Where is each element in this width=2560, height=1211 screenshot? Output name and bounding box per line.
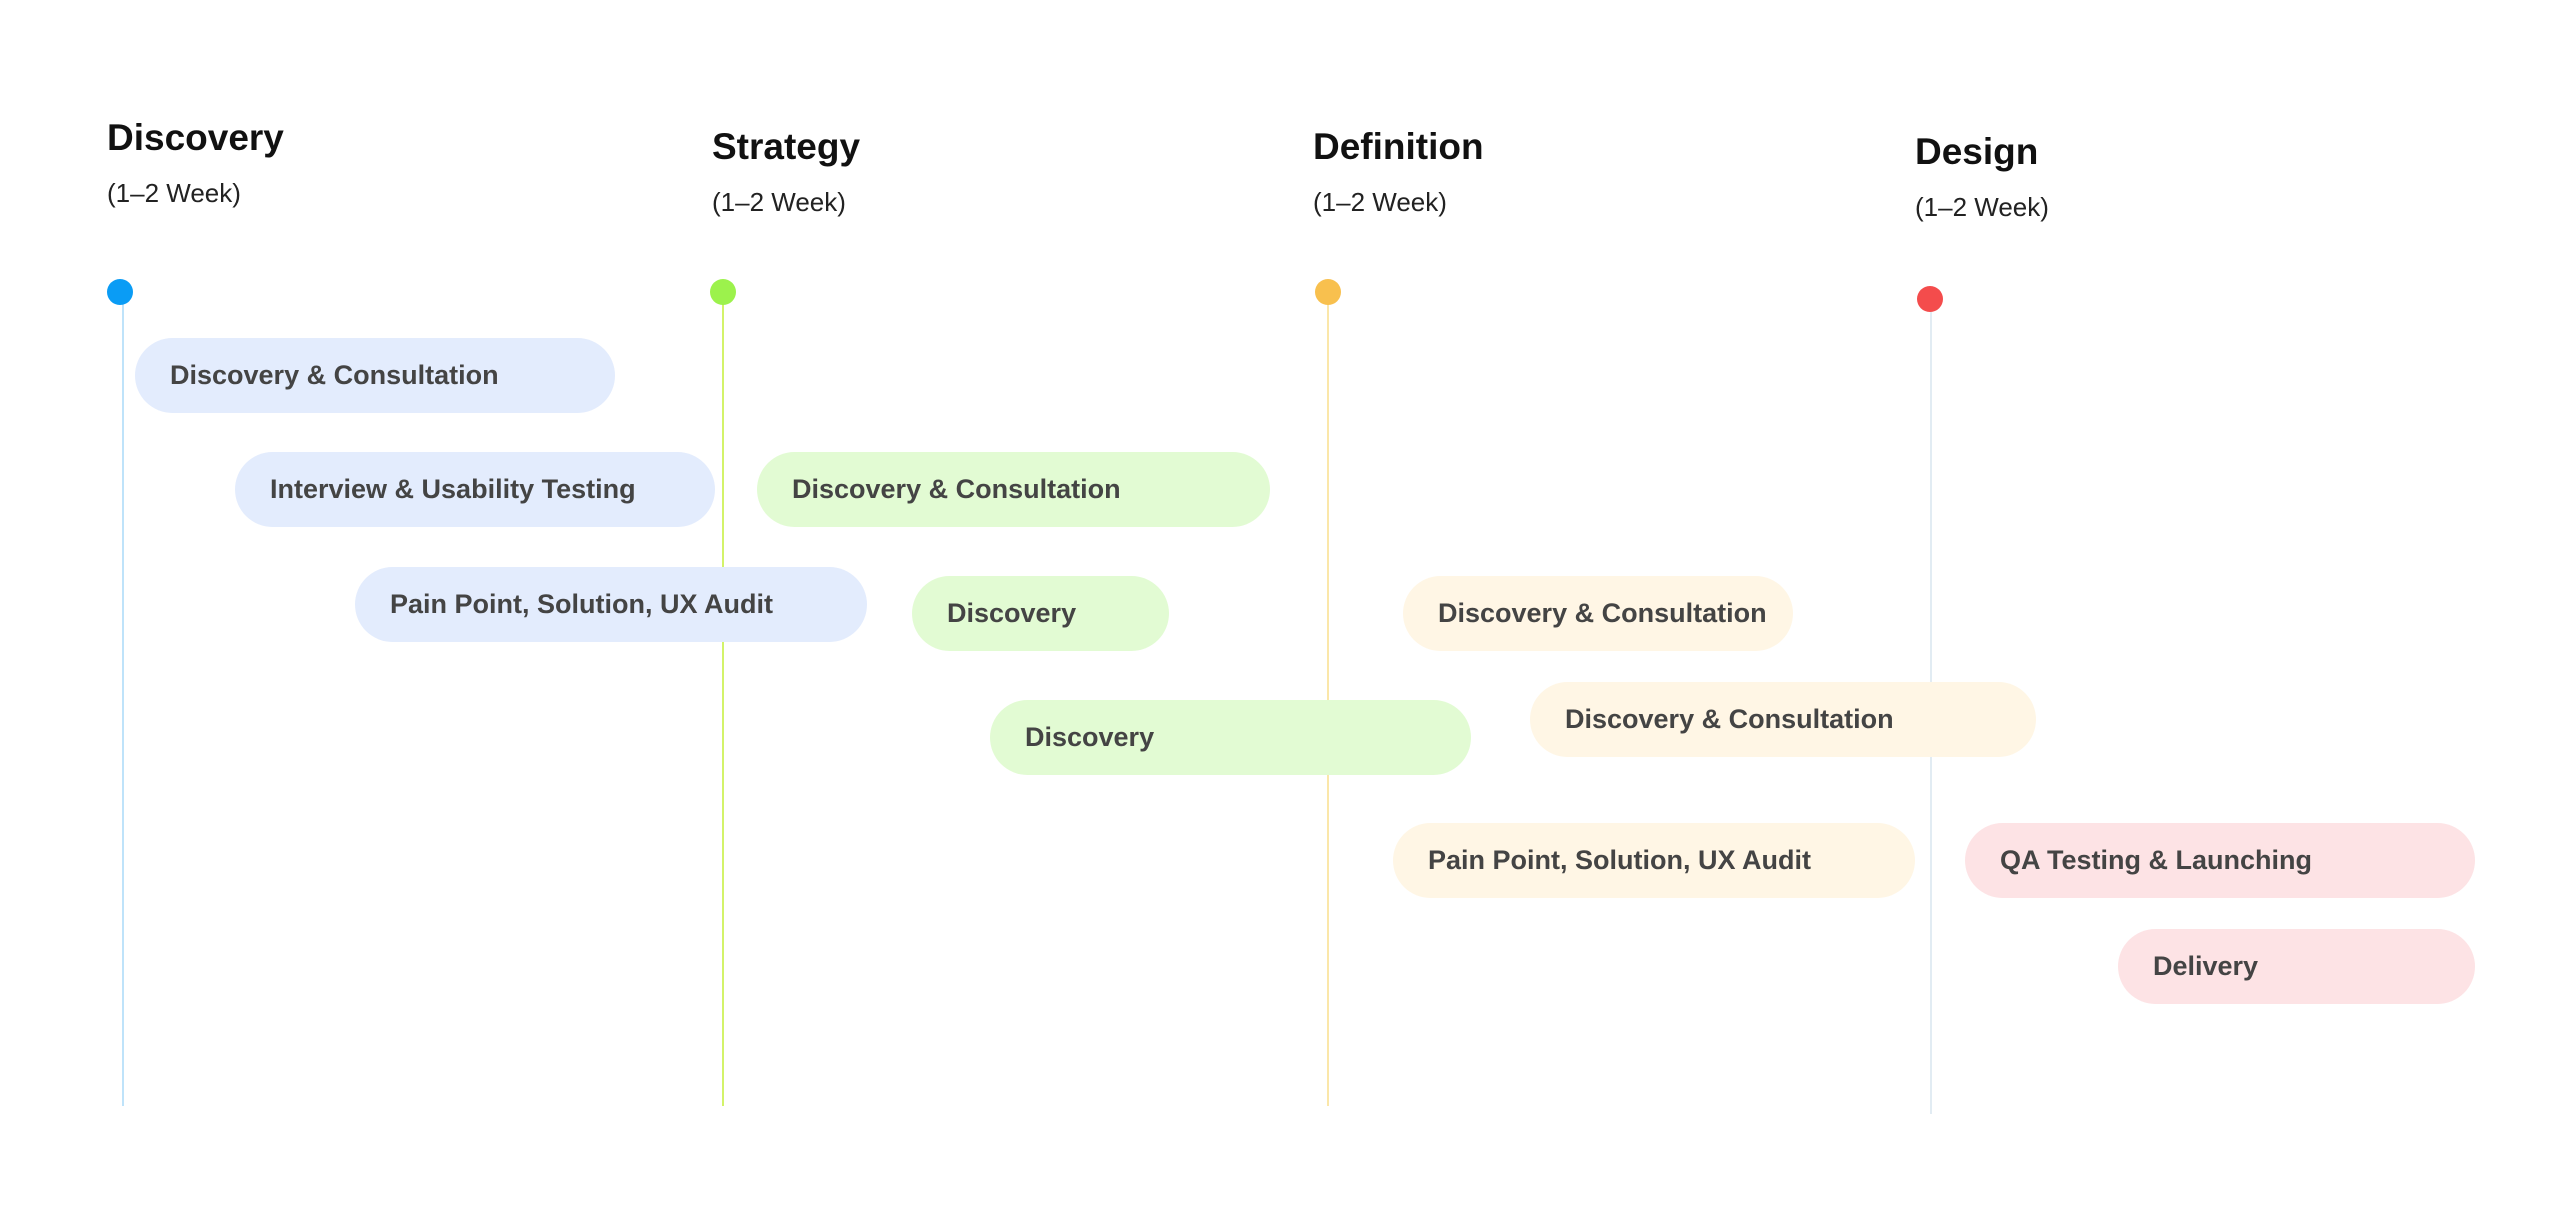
- task-pill-strategy-consultation[interactable]: Discovery & Consultation: [757, 452, 1270, 527]
- task-pill-interview-usability-testing[interactable]: Interview & Usability Testing: [235, 452, 715, 527]
- phase-duration-design: (1–2 Week): [1915, 192, 2049, 222]
- phase-title-definition: Definition: [1313, 126, 1484, 167]
- phase-dot-design: [1917, 286, 1943, 312]
- task-label: Interview & Usability Testing: [270, 474, 636, 504]
- timeline-line-strategy: [722, 302, 724, 1106]
- phase-dot-discovery: [107, 279, 133, 305]
- task-pill-definition-consultation-1[interactable]: Discovery & Consultation: [1403, 576, 1793, 651]
- task-label: Discovery & Consultation: [1438, 598, 1767, 628]
- timeline-line-discovery: [122, 302, 124, 1106]
- task-label: Pain Point, Solution, UX Audit: [390, 589, 773, 619]
- phase-dot-definition: [1315, 279, 1341, 305]
- phase-dot-strategy: [710, 279, 736, 305]
- phase-duration-discovery: (1–2 Week): [107, 178, 241, 208]
- task-label: Delivery: [2153, 951, 2259, 981]
- task-pill-delivery[interactable]: Delivery: [2118, 929, 2475, 1004]
- phase-title-discovery: Discovery: [107, 117, 284, 158]
- task-pill-strategy-discovery-short[interactable]: Discovery: [912, 576, 1169, 651]
- phase-duration-definition: (1–2 Week): [1313, 187, 1447, 217]
- task-label: Discovery & Consultation: [792, 474, 1121, 504]
- task-pill-definition-pain-point-ux-audit[interactable]: Pain Point, Solution, UX Audit: [1393, 823, 1915, 898]
- phase-title-strategy: Strategy: [712, 126, 861, 167]
- task-label: QA Testing & Launching: [2000, 845, 2312, 875]
- task-label: Discovery: [947, 598, 1077, 628]
- task-pill-strategy-discovery-long[interactable]: Discovery: [990, 700, 1471, 775]
- phase-title-design: Design: [1915, 131, 2039, 172]
- task-pill-definition-consultation-2[interactable]: Discovery & Consultation: [1530, 682, 2036, 757]
- task-pill-discovery-consultation[interactable]: Discovery & Consultation: [135, 338, 615, 413]
- phase-duration-strategy: (1–2 Week): [712, 187, 846, 217]
- task-label: Discovery: [1025, 722, 1155, 752]
- task-label: Discovery & Consultation: [170, 360, 499, 390]
- task-pill-qa-testing-launching[interactable]: QA Testing & Launching: [1965, 823, 2475, 898]
- task-pill-pain-point-ux-audit[interactable]: Pain Point, Solution, UX Audit: [355, 567, 867, 642]
- task-label: Pain Point, Solution, UX Audit: [1428, 845, 1811, 875]
- task-label: Discovery & Consultation: [1565, 704, 1894, 734]
